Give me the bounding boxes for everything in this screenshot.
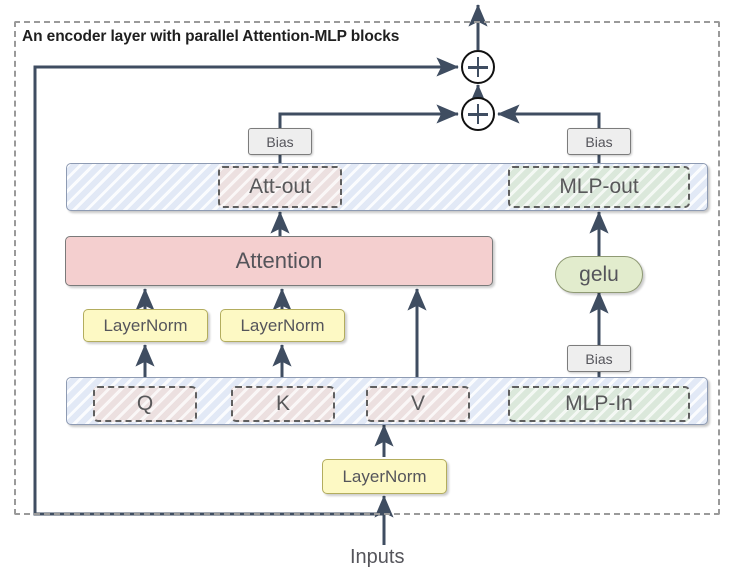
- layernorm-input-label: LayerNorm: [342, 466, 427, 486]
- gelu-block[interactable]: gelu: [555, 256, 643, 293]
- inputs-caption: Inputs: [350, 546, 405, 568]
- mlp-in-block[interactable]: MLP-In: [508, 386, 690, 422]
- encoder-layer-boundary: [14, 21, 720, 515]
- layernorm-input-block[interactable]: LayerNorm: [322, 459, 447, 494]
- attention-block[interactable]: Attention: [65, 236, 493, 286]
- gelu-label: gelu: [579, 262, 619, 286]
- add-outer-residual-icon: [461, 50, 495, 84]
- bias-mlp-in-box[interactable]: Bias: [567, 345, 631, 372]
- bias-att-out-box[interactable]: Bias: [248, 128, 312, 155]
- q-label: Q: [136, 392, 154, 415]
- bias-mlp-in-label: Bias: [585, 350, 613, 367]
- mlp-in-label: MLP-In: [565, 392, 633, 415]
- q-block[interactable]: Q: [93, 386, 197, 422]
- layernorm-q-label: LayerNorm: [103, 315, 188, 335]
- v-label: V: [410, 392, 425, 415]
- bias-mlp-out-box[interactable]: Bias: [567, 128, 631, 155]
- edge-biasatt-to-add: [278, 104, 459, 128]
- page-title: An encoder layer with parallel Attention…: [22, 28, 400, 45]
- layernorm-k-block[interactable]: LayerNorm: [220, 309, 345, 342]
- layernorm-k-label: LayerNorm: [240, 315, 325, 335]
- edge-biasmlp-to-add: [497, 104, 601, 128]
- add-inner-residual-icon: [461, 97, 495, 131]
- k-label: K: [275, 392, 290, 415]
- att-out-label: Att-out: [249, 175, 311, 198]
- mlp-out-label: MLP-out: [559, 175, 639, 198]
- attention-label: Attention: [235, 248, 323, 273]
- att-out-block[interactable]: Att-out: [218, 166, 342, 208]
- layernorm-q-block[interactable]: LayerNorm: [83, 309, 208, 342]
- bias-mlp-out-label: Bias: [585, 133, 613, 150]
- v-block[interactable]: V: [366, 386, 470, 422]
- k-block[interactable]: K: [231, 386, 335, 422]
- bias-att-out-label: Bias: [266, 133, 294, 150]
- mlp-out-block[interactable]: MLP-out: [508, 166, 690, 208]
